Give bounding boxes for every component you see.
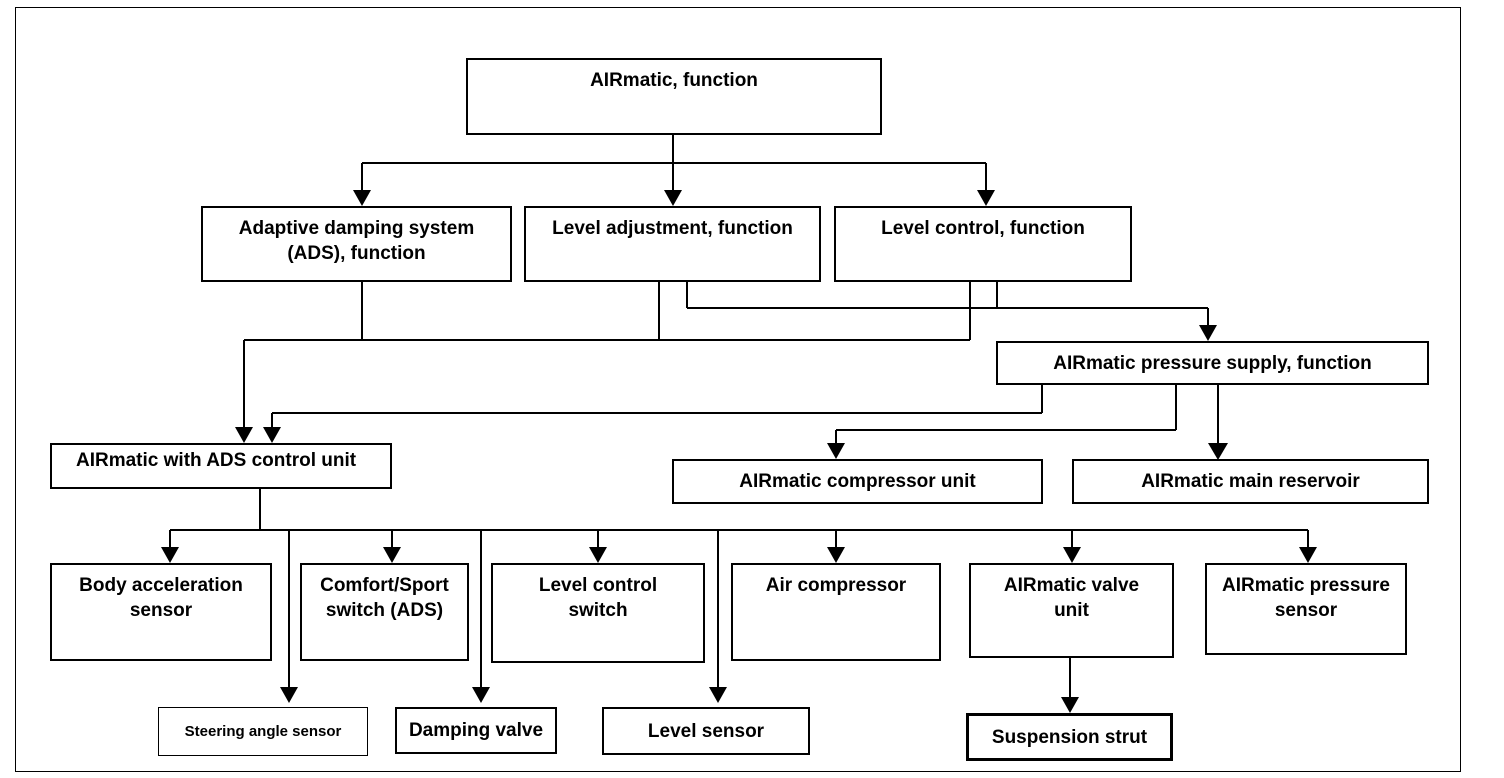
node-damping-valve: Damping valve [395,707,557,754]
node-ads-function: Adaptive damping system (ADS), function [201,206,512,282]
node-label: AIRmatic valve unit [1003,575,1140,621]
node-label: AIRmatic with ADS control unit [76,450,357,471]
node-level-adjustment: Level adjustment, function [524,206,821,282]
node-pressure-sensor: AIRmatic pressure sensor [1205,563,1407,655]
node-label: AIRmatic pressure sensor [1222,575,1390,621]
node-level-sensor: Level sensor [602,707,810,755]
node-comfort-sport-switch: Comfort/Sport switch (ADS) [300,563,469,661]
node-compressor-unit: AIRmatic compressor unit [672,459,1043,504]
node-label: Steering angle sensor [184,723,342,740]
node-label: AIRmatic pressure supply, function [1053,353,1372,374]
node-steering-angle-sensor: Steering angle sensor [158,707,368,756]
node-body-acceleration-sensor: Body acceleration sensor [50,563,272,661]
node-label: AIRmatic main reservoir [1141,471,1360,492]
node-label: Level sensor [647,720,765,742]
node-label: Adaptive damping system (ADS), function [238,218,475,264]
node-label: Level control switch [538,575,658,621]
node-label: Air compressor [765,575,907,596]
node-airmatic-function: AIRmatic, function [466,58,882,135]
node-level-control-function: Level control, function [834,206,1132,282]
node-label: Damping valve [408,720,544,741]
diagram-frame [15,7,1461,772]
arrows [161,163,1317,713]
node-air-compressor: Air compressor [731,563,941,661]
node-label: Comfort/Sport switch (ADS) [320,575,449,621]
node-label: Body acceleration sensor [79,575,243,621]
node-label: AIRmatic compressor unit [739,471,976,492]
node-label: Level adjustment, function [552,218,793,239]
node-level-control-switch: Level control switch [491,563,705,663]
node-main-reservoir: AIRmatic main reservoir [1072,459,1429,504]
node-label: AIRmatic, function [590,70,758,91]
node-valve-unit: AIRmatic valve unit [969,563,1174,658]
node-pressure-supply: AIRmatic pressure supply, function [996,341,1429,385]
node-control-unit: AIRmatic with ADS control unit [50,443,392,489]
node-suspension-strut: Suspension strut [966,713,1173,761]
node-label: Level control, function [881,218,1085,239]
node-label: Suspension strut [991,726,1148,748]
